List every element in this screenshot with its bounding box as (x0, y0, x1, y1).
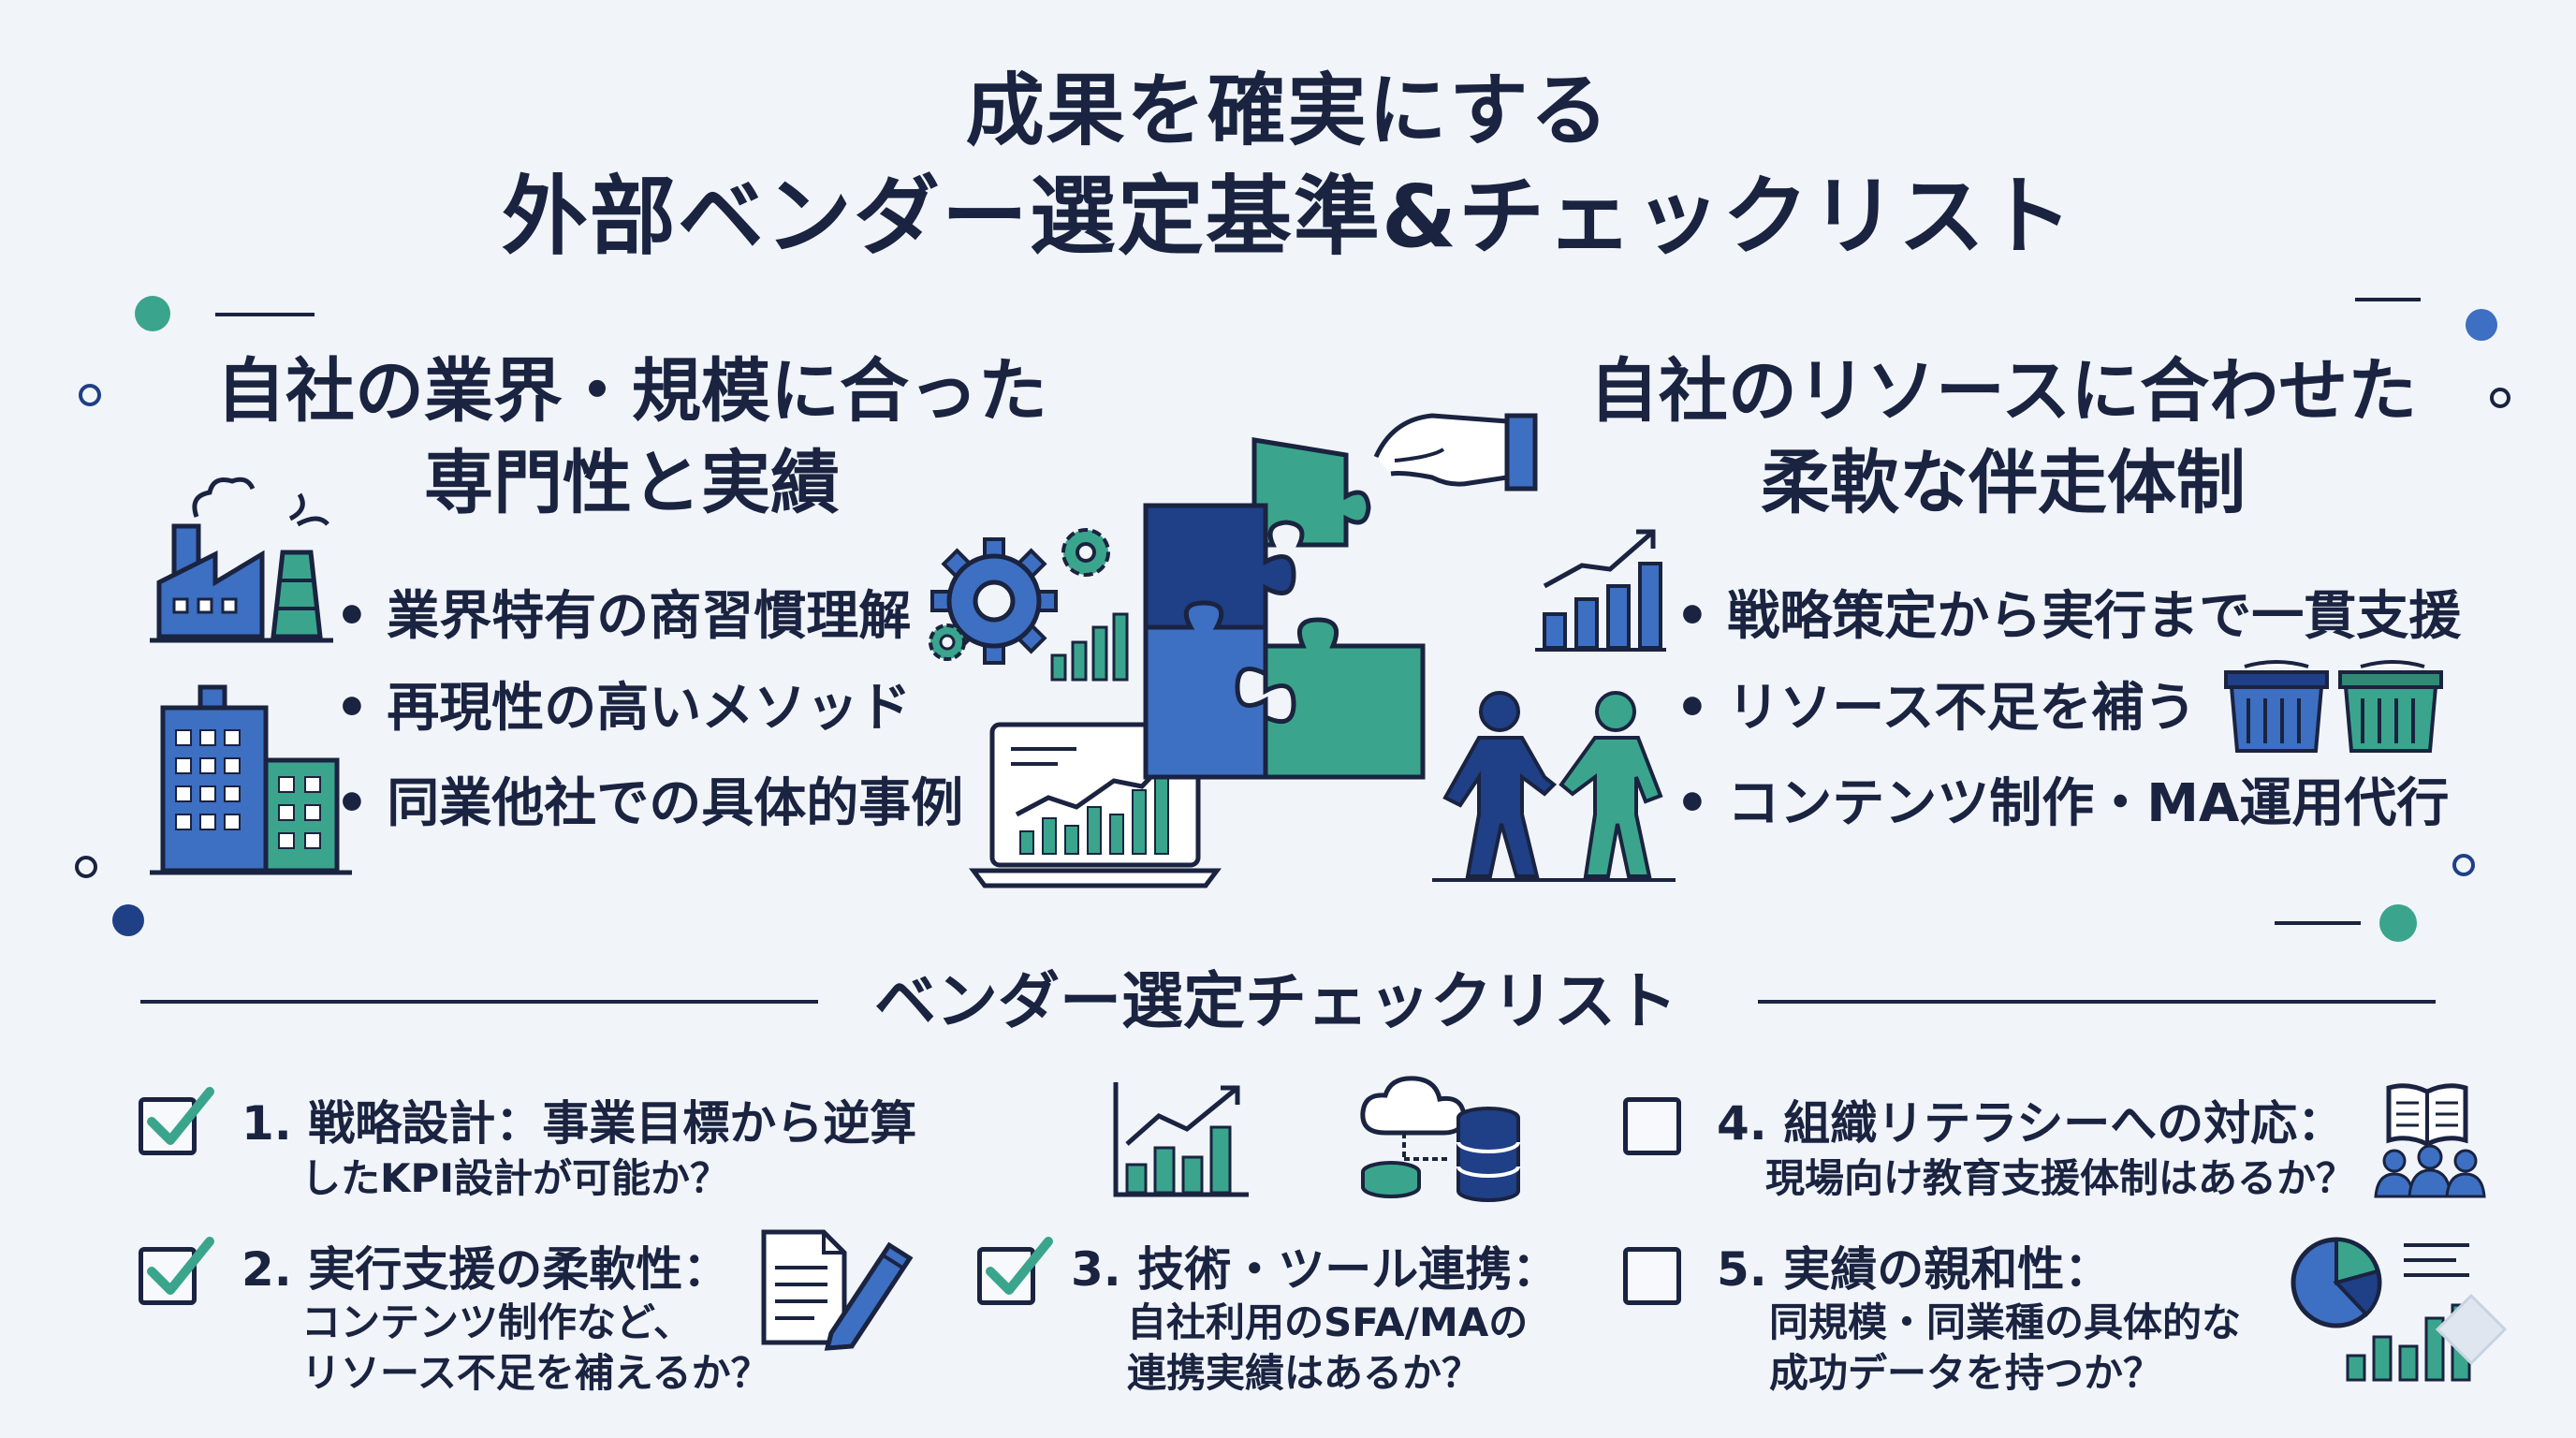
growth-chart-icon (1535, 529, 1666, 652)
checklist-item-3-title: 3. 技術・ツール連携： (1071, 1242, 1559, 1297)
document-pen-icon (761, 1229, 914, 1351)
open-book-icon (2386, 1083, 2468, 1147)
decor-dot (112, 904, 144, 936)
right-heading-line1: 自社のリソースに合わせた (1588, 351, 2418, 432)
checklist-title: ベンダー選定チェックリスト (874, 965, 1677, 1037)
decor-dash (215, 313, 315, 316)
checklist-item-1-line-1: したKPI設計が可能か？ (301, 1155, 729, 1201)
team-icon (2374, 1144, 2486, 1198)
decor-dash (2355, 298, 2421, 301)
left-bullet-1: • 業界特有の商習慣理解 (335, 586, 912, 647)
cloud-database-icon (1360, 1076, 1520, 1202)
checklist-item-3-line-2: 連携実績はあるか？ (1127, 1350, 1482, 1396)
checklist-item-2-title: 2. 実行支援の柔軟性： (242, 1242, 730, 1297)
page-title-line2: 外部ベンダー選定基準&チェックリスト (501, 167, 2075, 267)
office-buildings-icon (150, 684, 352, 875)
checklist-item-5-title: 5. 実績の親和性： (1717, 1242, 2112, 1297)
left-bullet-2: • 再現性の高いメソッド (335, 678, 912, 739)
checklist-item-4-title: 4. 組織リテラシーへの対応： (1717, 1096, 2345, 1151)
checklist-item-5-line-2: 成功データを持つか？ (1769, 1350, 2163, 1396)
puzzle-icon (1143, 437, 1426, 780)
bar-chart-icon (1113, 1082, 1249, 1197)
storage-baskets-icon (2224, 660, 2443, 753)
right-bullet-3: • コンテンツ制作・MA運用代行 (1676, 773, 2450, 834)
checkbox-item-2[interactable] (139, 1247, 197, 1305)
diamond-decor-icon (2435, 1293, 2508, 1366)
hand-icon (1373, 413, 1538, 492)
checkmark-icon (986, 1237, 1053, 1295)
right-bullet-1: • 戦略策定から実行まで一貫支援 (1676, 586, 2462, 647)
factory-icon (150, 477, 333, 643)
right-bullet-2: • リソース不足を補う (1676, 678, 2197, 739)
decor-dot (2379, 904, 2417, 942)
gear-icon (929, 528, 1110, 665)
bar-chart-icon (1050, 612, 1129, 682)
checklist-item-2-line-1: コンテンツ制作など、 (301, 1299, 693, 1345)
decor-dot (2490, 388, 2510, 408)
checkbox-item-4[interactable] (1623, 1097, 1681, 1155)
right-heading-line2: 柔軟な伴走体制 (1761, 443, 2246, 523)
laptop-growth-chart-icon (969, 722, 1222, 888)
checklist-item-5-line-1: 同規模・同業種の具体的な (1769, 1299, 2242, 1345)
checklist-item-1-title: 1. 戦略設計：事業目標から逆算 (242, 1096, 917, 1151)
handshake-people-icon (1432, 691, 1676, 882)
checkmark-icon (147, 1237, 214, 1295)
checklist-divider-left (140, 1000, 818, 1004)
decor-dash (2275, 921, 2361, 925)
decor-dot (79, 384, 101, 406)
checklist-divider-right (1758, 1000, 2436, 1004)
checkmark-icon (147, 1087, 214, 1145)
checklist-item-3-line-1: 自社利用のSFA/MAの (1127, 1299, 1529, 1345)
decor-dot (135, 296, 170, 331)
left-heading-line2: 専門性と実績 (424, 443, 840, 523)
decor-dot (2466, 309, 2497, 341)
decor-dot (2452, 854, 2475, 876)
checklist-item-4-line-1: 現場向け教育支援体制はあるか？ (1765, 1155, 2356, 1201)
checklist-item-2-line-2: リソース不足を補えるか？ (301, 1350, 770, 1396)
decor-dot (75, 856, 97, 878)
left-bullet-3: • 同業他社での具体的事例 (335, 773, 964, 834)
page-title-line1: 成果を確実にする (965, 65, 1611, 156)
left-heading-line1: 自社の業界・規模に合った (216, 351, 1047, 432)
checkbox-item-5[interactable] (1623, 1247, 1681, 1305)
